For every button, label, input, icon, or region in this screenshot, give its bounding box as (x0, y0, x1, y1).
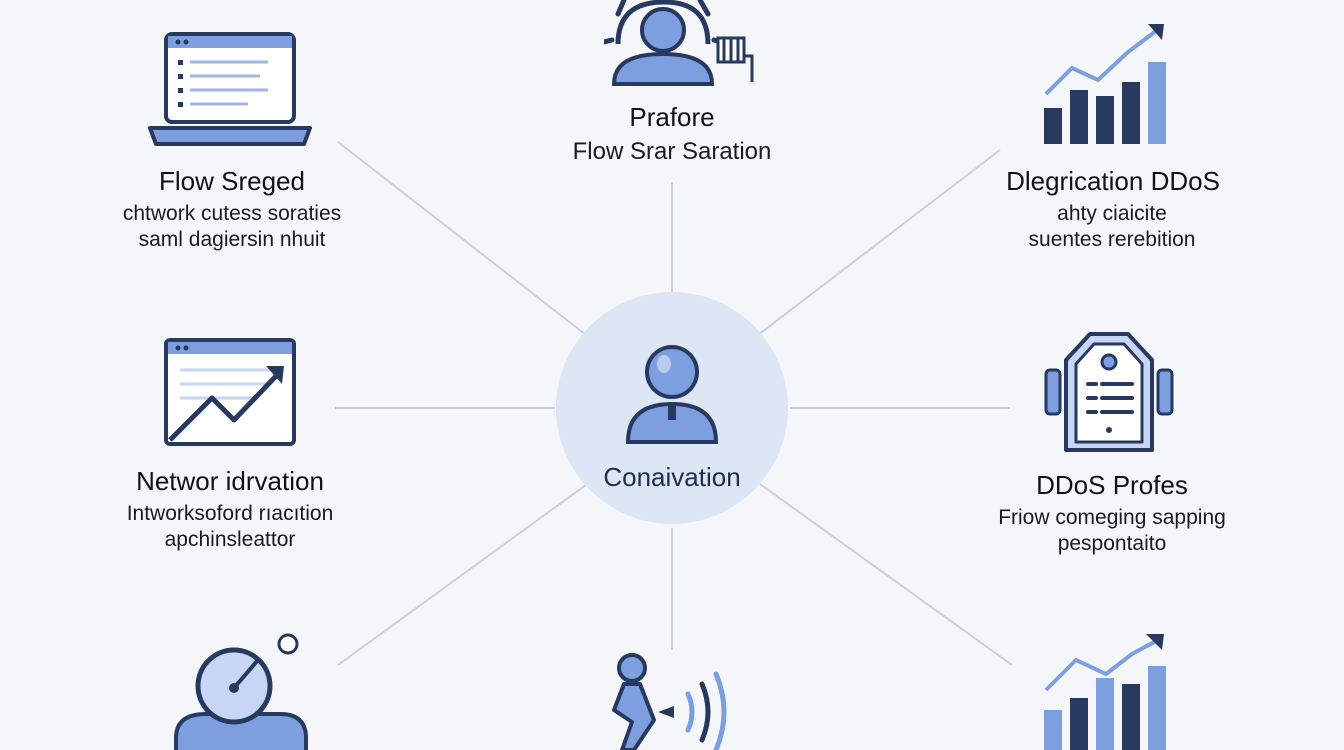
node-top-right-title: Dlegrication DDoS (1006, 166, 1220, 196)
laptop-icon (148, 32, 312, 146)
node-right-line-2: pespontaito (1057, 532, 1167, 555)
center-label: Conaivation (603, 462, 741, 492)
user-gear-icon (604, 0, 754, 86)
node-left-line-1: Intworksoford rıacıtion (126, 502, 334, 525)
node-right-title: DDoS Profes (1036, 470, 1188, 500)
gauge-icon (174, 633, 308, 750)
node-left-title: Networ idrvation (136, 466, 324, 496)
node-top-line-1: Flow Srar Saration (572, 138, 772, 165)
connector-top-left (337, 141, 591, 339)
node-top-left-title: Flow Sreged (159, 166, 305, 196)
line-chart-window-icon (164, 338, 296, 446)
node-top-left-line-1: chtwork cutess soraties (122, 202, 342, 225)
document-tag-icon (1044, 332, 1174, 452)
connector-bottom-left (337, 481, 591, 666)
node-top-left-line-2: saml dagiersin nhuit (138, 228, 326, 251)
user-icon (625, 345, 719, 444)
node-top-right-line-2: suentes rerebition (1028, 228, 1196, 251)
connector-top-right (757, 149, 1001, 336)
signal-person-icon (612, 653, 727, 750)
connector-bottom-right (759, 483, 1013, 666)
node-top-title: Prafore (629, 102, 715, 132)
node-left-line-2: apchinsleattor (164, 528, 296, 551)
bar-chart-icon (1044, 24, 1166, 144)
node-right-line-1: Friow comeging sapping (998, 506, 1226, 529)
bar-chart-icon (1044, 634, 1166, 750)
node-top-right-line-1: ahty ciaicite (1057, 202, 1167, 225)
